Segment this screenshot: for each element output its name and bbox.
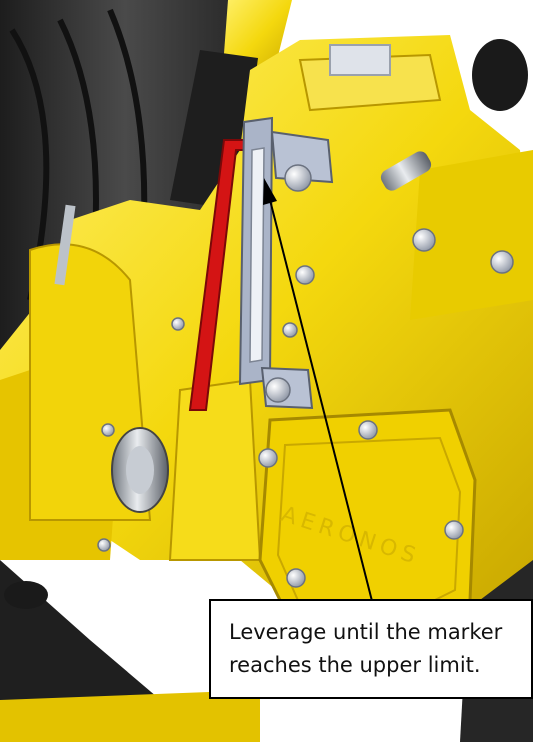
pin: [54, 151, 432, 286]
black-knob: [4, 39, 528, 609]
callout-line-2: reaches the upper limit.: [229, 653, 481, 677]
axle-bearing: [111, 427, 169, 513]
bolts: [97, 164, 514, 588]
instruction-callout: Leverage until the marker reaches the up…: [209, 599, 533, 699]
leader-arrow: [263, 178, 373, 602]
callout-line-1: Leverage until the marker: [229, 620, 503, 644]
cover-plate: AERONOS: [258, 408, 477, 627]
